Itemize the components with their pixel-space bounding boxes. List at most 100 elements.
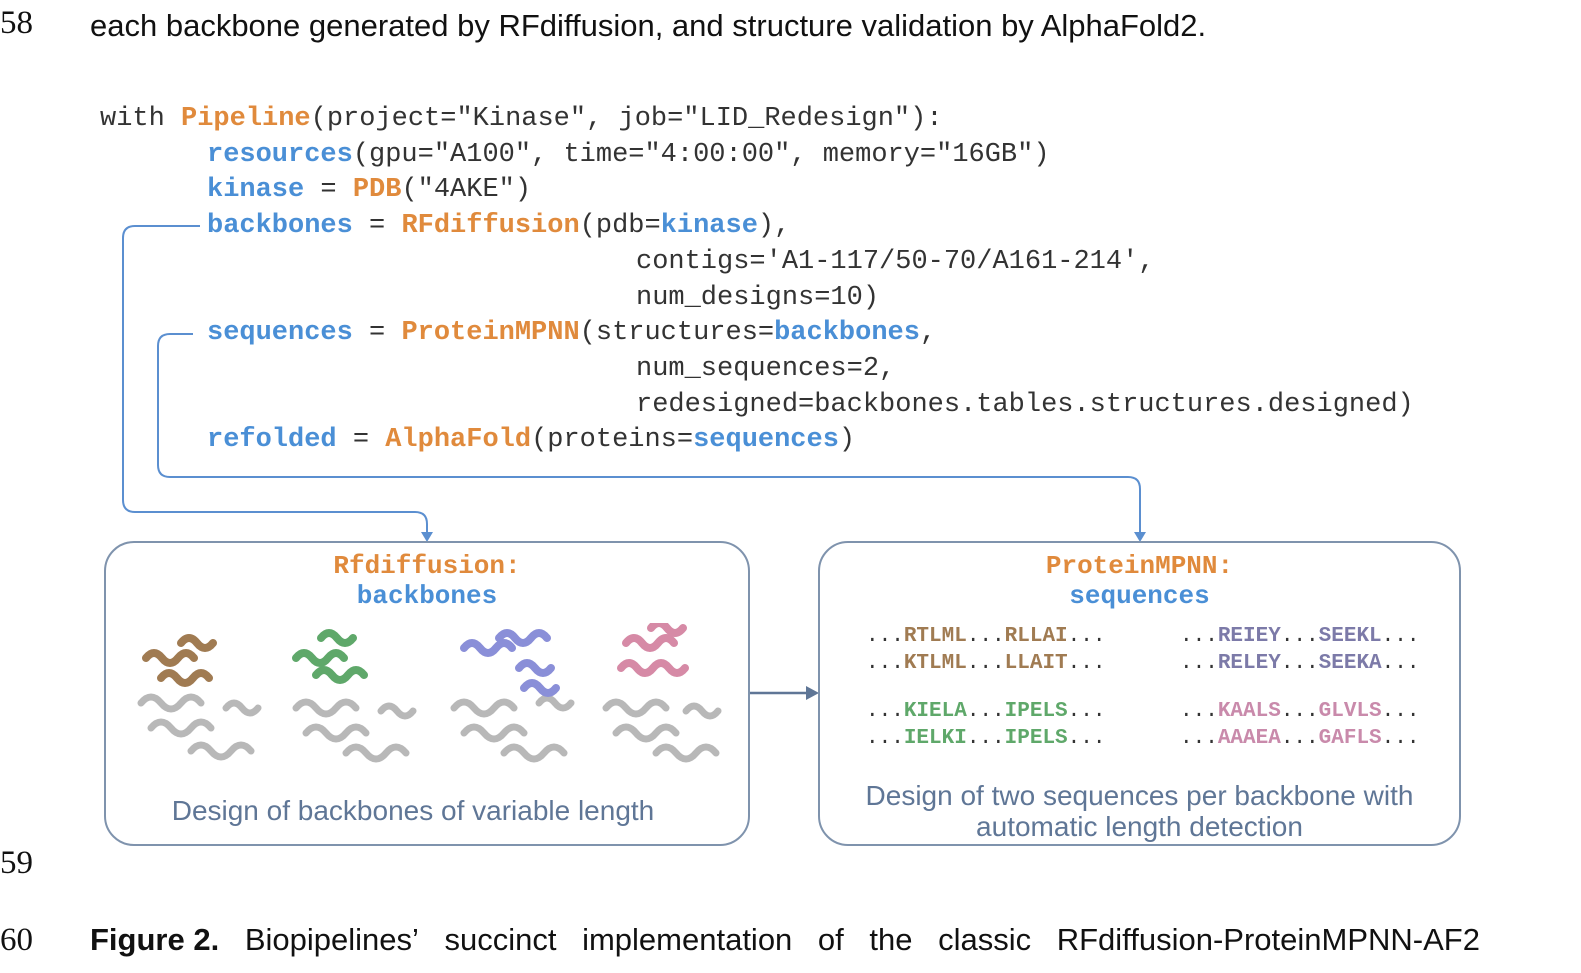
caption-word: Biopipelines’	[244, 922, 419, 957]
code-pdb-args: ("4AKE")	[401, 175, 532, 205]
code-ref-backbones: backbones	[774, 318, 920, 348]
proteinmpnn-panel-note: Design of two sequences per backbone wit…	[820, 780, 1459, 842]
dots: ...	[1180, 727, 1218, 750]
code-alphafold: AlphaFold	[385, 425, 532, 455]
protein-structure-blue	[450, 629, 575, 763]
caption-word: succinct	[444, 922, 557, 957]
code-ref-kinase: kinase	[660, 211, 758, 241]
sequence-group-purple: ...REIEY...SEEKL... ...RELEY...SEEKA...	[1180, 623, 1419, 677]
dots: ...	[866, 700, 904, 723]
sequence-group-green: ...KIELA...IPELS... ...IELKI...IPELS...	[866, 698, 1105, 752]
dots: ...	[1280, 625, 1319, 648]
figure-caption: Figure 2. Biopipelines’ succinct impleme…	[90, 922, 1480, 958]
dots: ...	[866, 652, 904, 675]
code-close: ),	[757, 211, 791, 241]
connector-backbones	[122, 225, 428, 535]
sequence-fragment: SEEKL	[1318, 625, 1382, 648]
sequence-group-brown: ...RTLML...RLLAI... ...KTLML...LLAIT...	[866, 623, 1105, 677]
code-open: (structures=	[579, 318, 775, 348]
sequence-fragment: RLLAI	[1004, 625, 1068, 648]
caption-word: RFdiffusion-ProteinMPNN-AF2	[1056, 922, 1480, 957]
panel-title-output: backbones	[356, 581, 498, 611]
code-eq: =	[336, 425, 386, 455]
intro-text: each backbone generated by RFdiffusion, …	[90, 8, 1207, 43]
code-pipeline: Pipeline	[181, 104, 311, 134]
proteinmpnn-panel: ProteinMPNN: sequences ...RTLML...RLLAI.…	[818, 541, 1461, 846]
code-open: (pdb=	[579, 211, 661, 241]
dots: ...	[1280, 700, 1319, 723]
code-proteinmpnn: ProteinMPNN	[401, 318, 580, 348]
code-pipeline-args: (project="Kinase", job="LID_Redesign"):	[310, 104, 943, 134]
code-line-10: refolded = AlphaFold(proteins=sequences)	[207, 422, 855, 458]
code-close: )	[838, 425, 856, 455]
caption-word: of	[817, 922, 844, 957]
dots: ...	[966, 727, 1005, 750]
line-number-60: 60	[0, 922, 33, 958]
line-number-59: 59	[0, 845, 33, 881]
panel-title-tool: ProteinMPNN:	[1045, 551, 1234, 581]
code-eq: =	[352, 318, 402, 348]
panel-note-line-2: automatic length detection	[976, 811, 1303, 842]
caption-word: implementation	[582, 922, 793, 957]
caption-word: classic	[938, 922, 1032, 957]
panel-title-output: sequences	[1069, 581, 1210, 611]
code-line-8: num_sequences=2,	[636, 354, 896, 384]
dots: ...	[966, 652, 1005, 675]
dots: ...	[1180, 625, 1218, 648]
code-with: with	[100, 104, 182, 134]
code-kinase: kinase	[207, 175, 305, 205]
sequence-fragment: LLAIT	[1004, 652, 1068, 675]
protein-structure-green	[292, 629, 417, 763]
sequence-group-pink: ...KAALS...GLVLS... ...AAAEA...GAFLS...	[1180, 698, 1419, 752]
panel-note-line-1: Design of two sequences per backbone wit…	[865, 780, 1414, 811]
code-line-1: with Pipeline(project="Kinase", job="LID…	[100, 101, 943, 137]
protein-structure-brown	[137, 634, 262, 761]
dots: ...	[966, 700, 1005, 723]
code-resources-args: (gpu="A100", time="4:00:00", memory="16G…	[352, 140, 1050, 170]
code-line-2: resources(gpu="A100", time="4:00:00", me…	[207, 137, 1050, 173]
dots: ...	[1067, 700, 1106, 723]
code-close: ,	[919, 318, 937, 348]
code-rfdiffusion: RFdiffusion	[401, 211, 580, 241]
proteinmpnn-panel-title: ProteinMPNN: sequences	[820, 551, 1459, 611]
figure-label: Figure 2.	[90, 922, 220, 957]
protein-structure-pink	[602, 623, 722, 763]
dots: ...	[1067, 625, 1106, 648]
sequence-fragment: SEEKA	[1318, 652, 1382, 675]
dots: ...	[1381, 652, 1420, 675]
dots: ...	[966, 625, 1005, 648]
rfdiffusion-panel-note: Design of backbones of variable length	[171, 795, 655, 826]
protein-structures	[137, 623, 722, 763]
dots: ...	[866, 727, 904, 750]
code-ref-sequences: sequences	[693, 425, 839, 455]
dots: ...	[1280, 652, 1319, 675]
line-number-58: 58	[0, 5, 33, 41]
dots: ...	[1180, 652, 1218, 675]
dots: ...	[1381, 700, 1420, 723]
dots: ...	[866, 625, 904, 648]
dots: ...	[1381, 727, 1420, 750]
code-refolded: refolded	[207, 425, 337, 455]
code-line-9: redesigned=backbones.tables.structures.d…	[636, 390, 1414, 420]
sequence-fragment: GLVLS	[1318, 700, 1382, 723]
code-backbones: backbones	[207, 211, 353, 241]
dots: ...	[1180, 700, 1218, 723]
rfdiffusion-panel-title: Rfdiffusion: backbones	[106, 551, 748, 611]
dots: ...	[1067, 727, 1106, 750]
code-line-4: backbones = RFdiffusion(pdb=kinase),	[207, 208, 790, 244]
code-eq: =	[352, 211, 402, 241]
sequence-fragment: GAFLS	[1318, 727, 1382, 750]
dots: ...	[1280, 727, 1319, 750]
sequence-fragment: AAAEA	[1217, 727, 1281, 750]
dots: ...	[1381, 625, 1420, 648]
panel-title-tool: Rfdiffusion:	[333, 551, 521, 581]
sequence-fragment: IELKI	[903, 727, 967, 750]
sequence-fragment: RELEY	[1217, 652, 1281, 675]
sequence-fragment: KIELA	[903, 700, 967, 723]
rfdiffusion-panel: Rfdiffusion: backbones	[104, 541, 750, 846]
code-sequences: sequences	[207, 318, 353, 348]
sequence-fragment: KTLML	[903, 652, 967, 675]
code-line-5: contigs='A1-117/50-70/A161-214',	[636, 247, 1155, 277]
code-resources: resources	[207, 140, 353, 170]
code-open: (proteins=	[531, 425, 694, 455]
